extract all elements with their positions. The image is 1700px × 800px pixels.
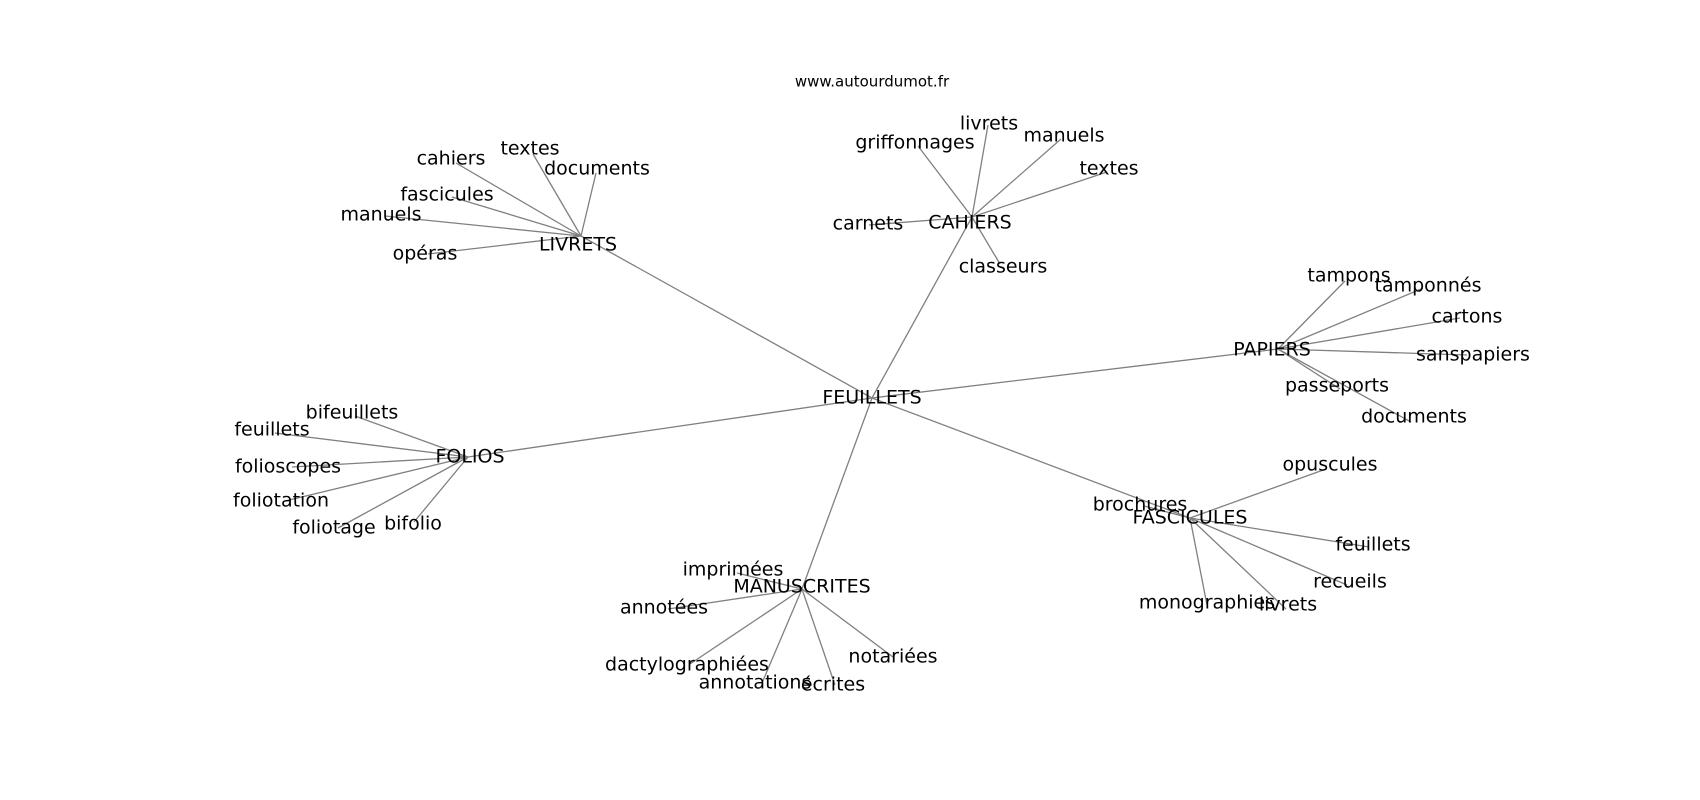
node-folios-bifeuillets: bifeuillets: [306, 402, 399, 424]
node-manuscrites: MANUSCRITES: [733, 576, 870, 598]
edge-folios-feuillets: [274, 432, 469, 458]
edge-papiers-cartons: [1277, 317, 1461, 350]
edge-feuillets-folios: [467, 397, 873, 458]
edge-cahiers-classeurs: [971, 216, 1001, 265]
edge-manuscrites-imprimees: [736, 572, 803, 590]
node-livrets-textes: textes: [500, 138, 559, 160]
edge-papiers-documents: [1277, 348, 1412, 423]
edge-fascicules-brochures: [1143, 505, 1191, 519]
edge-feuillets-livrets: [580, 235, 873, 399]
node-papiers-sanspapiers: sanspapiers: [1416, 344, 1530, 366]
node-fascicules-recueils: recueils: [1313, 571, 1387, 593]
edge-manuscrites-dactylographiees: [689, 588, 803, 665]
edge-livrets-textes: [532, 153, 582, 237]
graph-edges: [274, 124, 1468, 686]
node-manuscrites-dactylographiees: dactylographiées: [605, 654, 769, 676]
node-papiers: PAPIERS: [1233, 339, 1311, 361]
edge-manuscrites-notariees: [801, 588, 894, 658]
edge-livrets-fascicules: [451, 196, 582, 237]
edge-cahiers-textes: [971, 171, 1108, 218]
edge-cahiers-griffonnages: [917, 145, 973, 218]
node-livrets-fascicules: fascicules: [400, 184, 493, 206]
edge-fascicules-opuscules: [1189, 468, 1327, 519]
edge-folios-bifeuillets: [354, 415, 469, 458]
edge-manuscrites-ecrites: [801, 588, 836, 686]
node-manuscrites-annotees: annotées: [620, 597, 708, 619]
edge-folios-folioscopes: [291, 456, 469, 468]
edge-livrets-cahiers: [455, 162, 582, 237]
edge-papiers-tamponnes: [1277, 288, 1422, 350]
node-fascicules-livrets: livrets: [1259, 594, 1317, 616]
edge-manuscrites-annotees: [667, 588, 803, 610]
edge-folios-foliotation: [284, 456, 469, 502]
node-folios-bifolio: bifolio: [384, 513, 442, 535]
node-manuscrites-ecrites: écrites: [801, 674, 865, 696]
source-credit: www.autourdumot.fr: [795, 73, 950, 91]
node-fascicules-opuscules: opuscules: [1283, 454, 1378, 476]
node-papiers-tamponnes: tamponnés: [1375, 275, 1482, 297]
edge-feuillets-fascicules: [871, 397, 1191, 519]
edge-fascicules-feuillets: [1189, 517, 1370, 548]
node-fascicules-brochures: brochures: [1093, 494, 1188, 516]
edge-cahiers-manuels: [971, 138, 1062, 218]
node-cahiers-livrets: livrets: [960, 113, 1018, 135]
node-cahiers-griffonnages: griffonnages: [855, 132, 974, 154]
node-folios: FOLIOS: [435, 446, 504, 468]
edge-fascicules-livrets: [1189, 517, 1287, 610]
edge-livrets-operas: [427, 235, 582, 255]
node-livrets-cahiers: cahiers: [417, 148, 486, 170]
node-cahiers-classeurs: classeurs: [959, 256, 1048, 278]
node-livrets-manuels: manuels: [340, 204, 421, 226]
edge-feuillets-manuscrites: [801, 397, 873, 590]
edge-papiers-passeports: [1277, 348, 1341, 390]
node-manuscrites-notariees: notariées: [848, 646, 937, 668]
node-feuillets: FEUILLETS: [822, 387, 921, 409]
edge-folios-bifolio: [413, 456, 469, 523]
node-livrets-operas: opéras: [393, 243, 458, 265]
edge-manuscrites-annotations: [761, 588, 803, 684]
node-papiers-passeports: passeports: [1285, 375, 1389, 397]
node-manuscrites-imprimees: imprimées: [683, 559, 784, 581]
edge-fascicules-monographies: [1189, 517, 1208, 606]
node-folios-folioscopes: folioscopes: [235, 456, 341, 478]
edge-feuillets-papiers: [871, 348, 1279, 399]
edge-livrets-documents: [580, 172, 597, 237]
node-papiers-tampons: tampons: [1307, 265, 1390, 287]
node-cahiers-manuels: manuels: [1023, 125, 1104, 147]
node-folios-feuillets: feuillets: [234, 419, 309, 441]
node-folios-foliotation: foliotation: [233, 490, 329, 512]
node-papiers-cartons: cartons: [1432, 306, 1503, 328]
edge-papiers-tampons: [1277, 280, 1346, 350]
node-livrets-documents: documents: [544, 158, 650, 180]
node-fascicules-feuillets: feuillets: [1335, 534, 1410, 556]
node-livrets: LIVRETS: [539, 234, 617, 256]
node-cahiers: CAHIERS: [928, 212, 1011, 234]
node-folios-foliotage: foliotage: [292, 517, 375, 539]
edge-folios-foliotage: [337, 456, 469, 529]
edge-livrets-manuels: [384, 215, 582, 237]
edge-cahiers-carnets: [868, 216, 973, 226]
node-manuscrites-annotations: annotations: [699, 672, 812, 694]
edge-cahiers-livrets: [971, 124, 989, 218]
node-fascicules: FASCICULES: [1133, 507, 1248, 529]
node-papiers-documents: documents: [1361, 406, 1467, 428]
edge-feuillets-cahiers: [871, 216, 973, 399]
edge-papiers-sanspapiers: [1277, 348, 1468, 356]
edge-fascicules-recueils: [1189, 517, 1348, 586]
node-fascicules-monographies: monographies: [1139, 592, 1275, 614]
node-cahiers-textes: textes: [1079, 158, 1138, 180]
node-cahiers-carnets: carnets: [833, 213, 904, 235]
